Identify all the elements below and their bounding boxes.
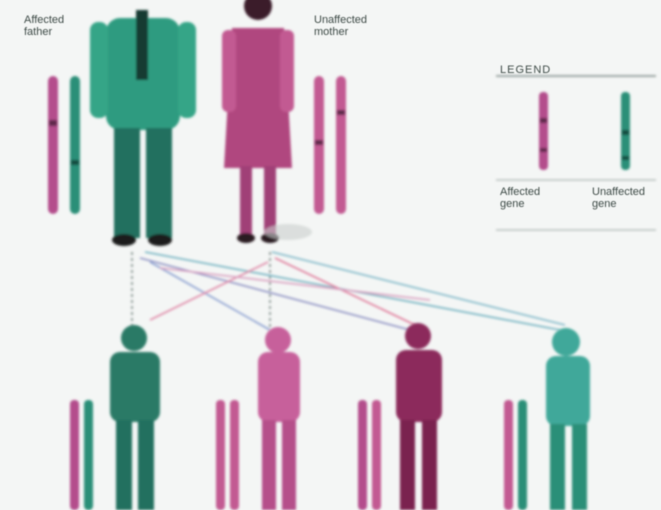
legend-title: LEGEND <box>500 64 551 76</box>
child-3-figure <box>396 323 442 510</box>
child-3-chromosomes <box>358 400 381 510</box>
father-label: Affected father <box>24 14 64 38</box>
father-figure <box>90 10 196 246</box>
legend-affected-chromosome <box>539 92 548 170</box>
legend-unaffected-chromosome <box>621 92 630 170</box>
mother-label: Unaffected mother <box>314 14 367 38</box>
inheritance-lines <box>132 252 565 330</box>
child-1-chromosomes <box>70 400 93 510</box>
legend-affected-label: Affected gene <box>500 186 540 210</box>
mother-figure <box>222 0 312 243</box>
mother-chromosomes <box>314 76 346 214</box>
child-4-chromosomes <box>504 400 527 510</box>
father-chromosomes <box>48 76 80 214</box>
child-2-figure <box>258 327 300 510</box>
child-2-chromosomes <box>216 400 239 510</box>
legend-unaffected-label: Unaffected gene <box>592 186 645 210</box>
child-4-figure <box>546 328 590 510</box>
child-1-figure <box>110 325 160 510</box>
